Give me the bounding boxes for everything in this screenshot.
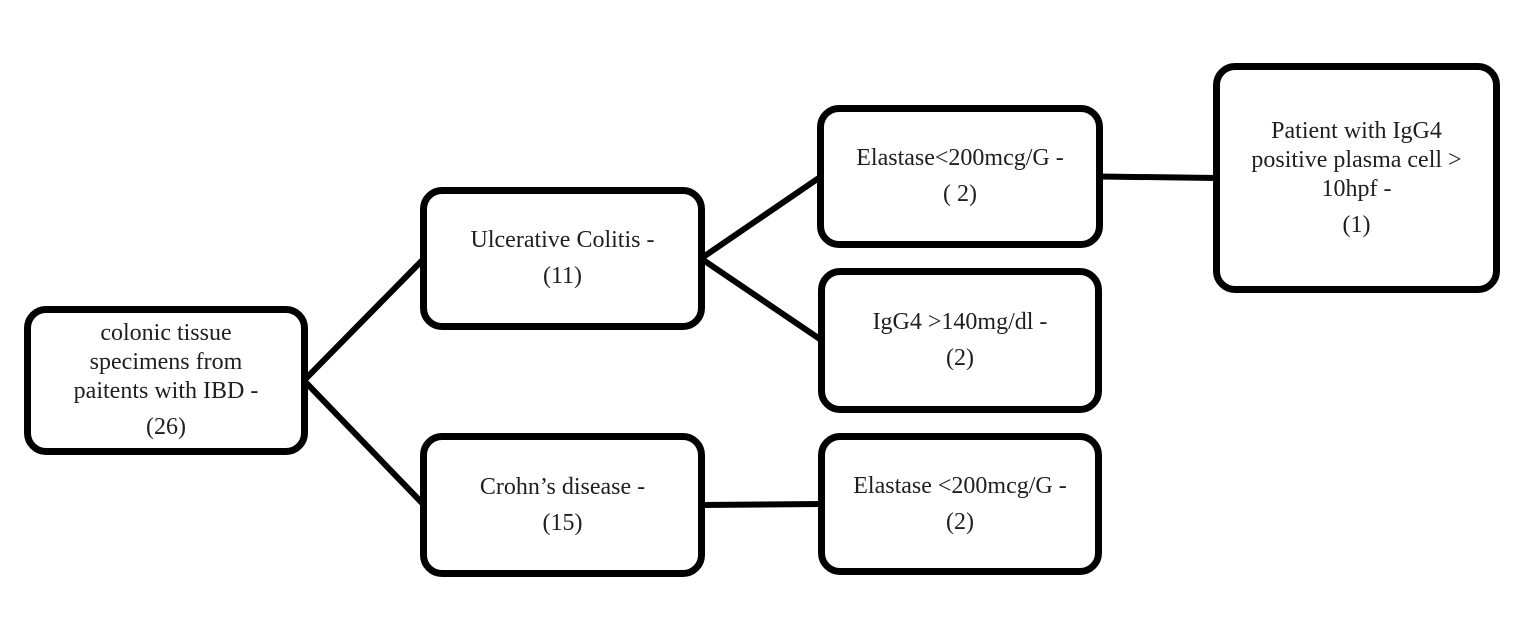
node-elastase-crohns: Elastase <200mcg/G - (2) xyxy=(818,433,1102,575)
node-label: colonic tissue specimens from paitents w… xyxy=(73,320,259,404)
node-label: IgG4 >140mg/dl - xyxy=(872,309,1048,335)
node-crohns-disease: Crohn’s disease - (15) xyxy=(420,433,705,577)
node-count: (2) xyxy=(946,508,974,535)
edge-crohns-to-elastase-crohns xyxy=(700,501,823,508)
node-label: Patient with IgG4 positive plasma cell >… xyxy=(1251,117,1462,202)
edge-ibd-to-crohns xyxy=(301,378,427,508)
edge-ibd-to-uc xyxy=(301,256,427,383)
edge-uc-to-igg4-serum xyxy=(699,256,824,343)
node-count: (15) xyxy=(542,509,583,536)
node-colonic-tissue-ibd: colonic tissue specimens from paitents w… xyxy=(24,306,308,455)
node-igg4-serum: IgG4 >140mg/dl - (2) xyxy=(818,268,1102,413)
node-igg4-positive-plasma-cell: Patient with IgG4 positive plasma cell >… xyxy=(1213,63,1500,293)
node-label: Crohn’s disease - xyxy=(479,473,646,500)
node-label: Elastase <200mcg/G - xyxy=(853,472,1067,499)
node-count: (26) xyxy=(146,414,186,440)
edge-elastase-uc-to-igg4-plasma xyxy=(1098,173,1218,181)
node-label: Ulcerative Colitis - xyxy=(470,227,655,253)
node-count: (2) xyxy=(946,345,974,371)
node-count: (11) xyxy=(542,263,583,289)
node-count: ( 2) xyxy=(943,181,977,207)
node-elastase-uc: Elastase<200mcg/G - ( 2) xyxy=(817,105,1103,248)
node-ulcerative-colitis: Ulcerative Colitis - (11) xyxy=(420,187,705,330)
edge-uc-to-elastase-uc xyxy=(699,174,823,261)
node-label: Elastase<200mcg/G - xyxy=(856,145,1064,171)
node-count: (1) xyxy=(1342,211,1371,238)
